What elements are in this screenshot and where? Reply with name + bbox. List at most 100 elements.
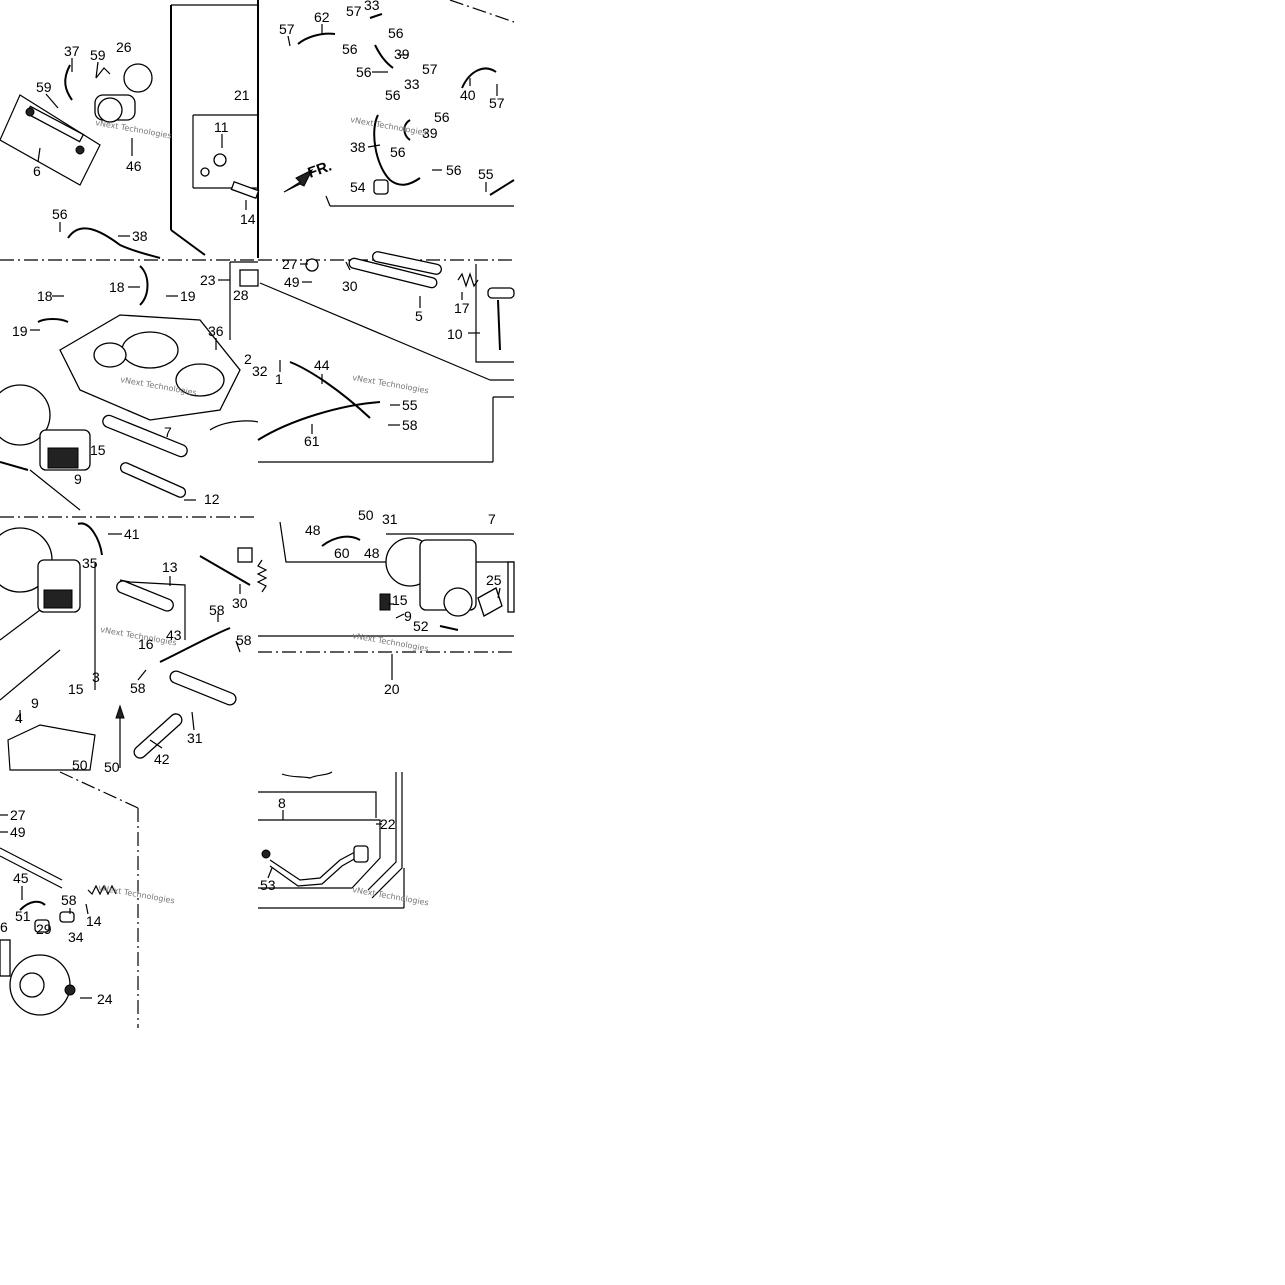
part-number-label: 27 — [282, 256, 298, 272]
part-number-label: 24 — [97, 991, 113, 1007]
part-number-label: 35 — [82, 555, 98, 571]
part-number-label: 26 — [116, 39, 132, 55]
part-number-label: 9 — [74, 471, 82, 487]
part-number-label: 28 — [233, 287, 249, 303]
part-number-label: 14 — [240, 211, 256, 227]
diagram-panel-5: vNext Technologies 41 35 13 30 58 58 43 … — [0, 516, 268, 775]
part-number-label: 9 — [31, 695, 39, 711]
part-number-label: 57 — [422, 61, 438, 77]
part-number-label: 38 — [350, 139, 366, 155]
diagram-panel-3: vNext Technologies 23 28 18 18 19 19 36 … — [0, 259, 268, 511]
part-number-label: 31 — [187, 730, 203, 746]
watermark: vNext Technologies — [98, 883, 176, 905]
part-number-label: 50 — [104, 759, 120, 775]
part-number-label: 25 — [486, 572, 502, 588]
part-number-label: 10 — [447, 326, 463, 342]
diagram-panel-2: FR. vNext Technologies 21 11 14 62 57 33… — [192, 0, 515, 258]
part-number-label: 48 — [364, 545, 380, 561]
part-number-label: 58 — [402, 417, 418, 433]
part-number-label: 58 — [209, 602, 225, 618]
part-number-label: 21 — [234, 87, 250, 103]
part-number-label: 57 — [489, 95, 505, 111]
part-number-label: 38 — [132, 228, 148, 244]
diagram-panel-4: vNext Technologies 27 49 30 5 17 10 1 44… — [257, 251, 515, 463]
part-number-label: 27 — [10, 807, 26, 823]
part-number-label: 45 — [13, 870, 29, 886]
part-number-label: 19 — [12, 323, 28, 339]
part-number-label: 58 — [61, 892, 77, 908]
part-number-label: 57 — [279, 21, 295, 37]
watermark: vNext Technologies — [352, 885, 430, 907]
part-number-label: 15 — [68, 681, 84, 697]
part-number-label: 6 — [0, 919, 8, 935]
part-number-label: 59 — [90, 47, 106, 63]
watermark: vNext Technologies — [352, 631, 430, 653]
part-number-label: 11 — [214, 119, 229, 135]
diagram-panel-6: vNext Technologies 50 31 7 48 60 48 15 9… — [258, 507, 515, 697]
part-number-label: 33 — [404, 76, 420, 92]
part-number-label: 23 — [200, 272, 216, 288]
part-number-label: 49 — [284, 274, 300, 290]
watermark: vNext Technologies — [350, 115, 428, 137]
part-number-label: 34 — [68, 929, 84, 945]
part-number-label: 50 — [72, 757, 88, 773]
part-number-label: 53 — [260, 877, 276, 893]
part-number-label: 16 — [138, 636, 154, 652]
part-number-label: 30 — [232, 595, 248, 611]
part-number-label: 1 — [275, 371, 283, 387]
part-number-label: 56 — [434, 109, 450, 125]
watermark: vNext Technologies — [95, 118, 173, 140]
part-number-label: 61 — [304, 433, 320, 449]
diagram-panel-8: vNext Technologies 8 22 53 — [258, 771, 430, 909]
part-number-label: 58 — [236, 632, 252, 648]
part-number-label: 43 — [166, 627, 182, 643]
diagram-panel-7: vNext Technologies 27 49 45 58 14 51 34 … — [0, 771, 176, 1028]
part-number-label: 9 — [404, 608, 412, 624]
part-number-label: 54 — [350, 179, 366, 195]
part-number-label: 39 — [422, 125, 438, 141]
part-number-label: 62 — [314, 9, 330, 25]
part-number-label: 56 — [356, 64, 372, 80]
watermark: vNext Technologies — [352, 373, 430, 395]
part-number-label: 8 — [278, 795, 286, 811]
part-number-label: 31 — [382, 511, 398, 527]
part-number-label: 13 — [162, 559, 178, 575]
part-number-label: 18 — [109, 279, 125, 295]
part-number-label: 41 — [124, 526, 140, 542]
part-number-label: 56 — [446, 162, 462, 178]
part-number-label: 42 — [154, 751, 170, 767]
part-number-label: 14 — [86, 913, 102, 929]
part-number-label: 46 — [126, 158, 142, 174]
part-number-label: 17 — [454, 300, 470, 316]
part-number-label: 55 — [478, 166, 494, 182]
part-number-label: 6 — [33, 163, 41, 179]
part-number-label: 32 — [252, 363, 268, 379]
part-number-label: 19 — [180, 288, 196, 304]
part-number-label: 40 — [460, 87, 476, 103]
part-number-label: 59 — [36, 79, 52, 95]
part-number-label: 4 — [15, 710, 23, 726]
part-number-label: 52 — [413, 618, 429, 634]
part-number-label: 37 — [64, 43, 80, 59]
part-number-label: 22 — [380, 816, 396, 832]
part-number-label: 3 — [92, 669, 100, 685]
part-number-label: 56 — [390, 144, 406, 160]
part-number-label: 58 — [130, 680, 146, 696]
part-number-label: 18 — [37, 288, 53, 304]
part-number-label: 50 — [358, 507, 374, 523]
part-number-label: 20 — [384, 681, 400, 697]
part-number-label: 36 — [208, 323, 224, 339]
part-number-label: 44 — [314, 357, 330, 373]
part-number-label: 48 — [305, 522, 321, 538]
part-number-label: 15 — [90, 442, 106, 458]
part-number-label: 39 — [394, 46, 410, 62]
part-number-label: 33 — [364, 0, 380, 13]
part-number-label: 2 — [244, 351, 252, 367]
part-number-label: 30 — [342, 278, 358, 294]
part-number-label: 15 — [392, 592, 408, 608]
part-number-label: 29 — [36, 921, 52, 937]
front-direction-label: FR. — [306, 158, 335, 182]
part-number-label: 51 — [15, 908, 31, 924]
part-number-label: 56 — [385, 87, 401, 103]
